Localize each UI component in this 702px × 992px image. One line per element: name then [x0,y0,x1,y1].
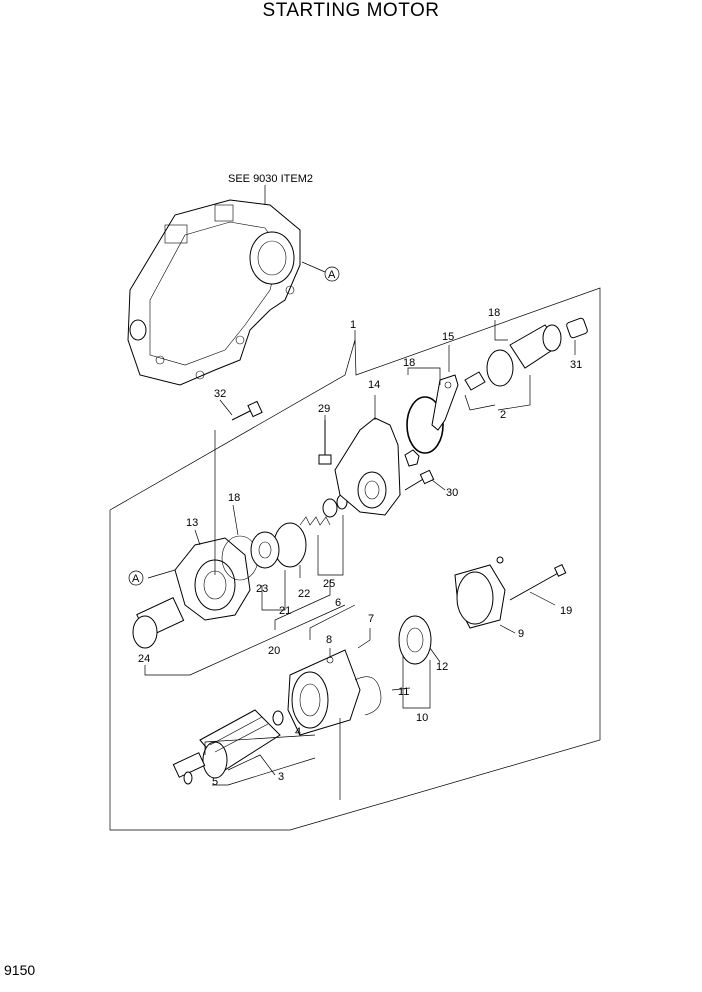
screw-19 [496,556,504,564]
page-title: STARTING MOTOR [262,0,440,21]
callout-30: 30 [446,487,458,499]
callout-9: 9 [518,628,524,640]
pinion-gear [132,597,185,649]
spring-22 [299,516,331,526]
flywheel-housing [127,199,301,386]
callout-29: 29 [318,403,330,415]
view-marker-label-2: A [132,573,140,585]
gear-housing [334,417,401,516]
leader-lines [144,185,576,800]
front-bracket [174,537,251,621]
bolt-29 [318,420,332,465]
lever-15 [431,374,459,431]
callout-13: 13 [186,517,198,529]
bolt-30 [404,469,435,491]
callout-10: 10 [416,712,428,724]
bolt-32 [231,400,263,421]
callout-25: 25 [323,578,335,590]
callout-22: 22 [298,588,310,600]
callout-4: 4 [295,726,301,738]
reference-note: SEE 9030 ITEM2 [228,173,313,185]
callout-31: 31 [570,359,582,371]
ring-25 [322,498,338,518]
callout-1: 1 [350,319,356,331]
callout-5: 5 [212,776,218,788]
callout-12: 12 [436,661,448,673]
assembly-boundary [109,287,601,831]
armature [172,709,281,779]
page-number: 9150 [4,962,36,978]
bearing-5 [183,771,193,785]
view-marker-circle [324,266,340,282]
rear-cover [454,564,506,629]
solenoid-switch [464,324,562,391]
view-marker-circle-2 [128,570,144,586]
plunger-piece [404,449,420,467]
callout-7: 7 [368,613,374,625]
callout-2: 2 [500,409,506,421]
through-bolt [509,564,567,601]
callout-23: 23 [256,583,268,595]
yoke-assembly [287,649,382,736]
callout-18-bracket: 18 [228,492,240,504]
callout-15: 15 [442,331,454,343]
brush-holder [398,615,432,665]
view-marker-label: A [328,269,336,281]
callout-14: 14 [368,379,380,391]
cap-31 [566,317,588,339]
callout-8: 8 [326,634,332,646]
callout-11: 11 [398,686,409,698]
bearing-4 [272,710,284,726]
callout-18-oring: 18 [403,357,415,369]
callout-19: 19 [560,605,572,617]
o-ring-18 [406,396,444,454]
callout-18-solenoid: 18 [488,307,500,319]
callout-32: 32 [214,388,226,400]
callout-24: 24 [138,653,150,665]
callout-20: 20 [268,645,280,657]
callout-6: 6 [335,597,341,609]
callout-21: 21 [279,605,291,617]
callout-3: 3 [278,771,284,783]
overrunning-clutch [250,522,307,569]
